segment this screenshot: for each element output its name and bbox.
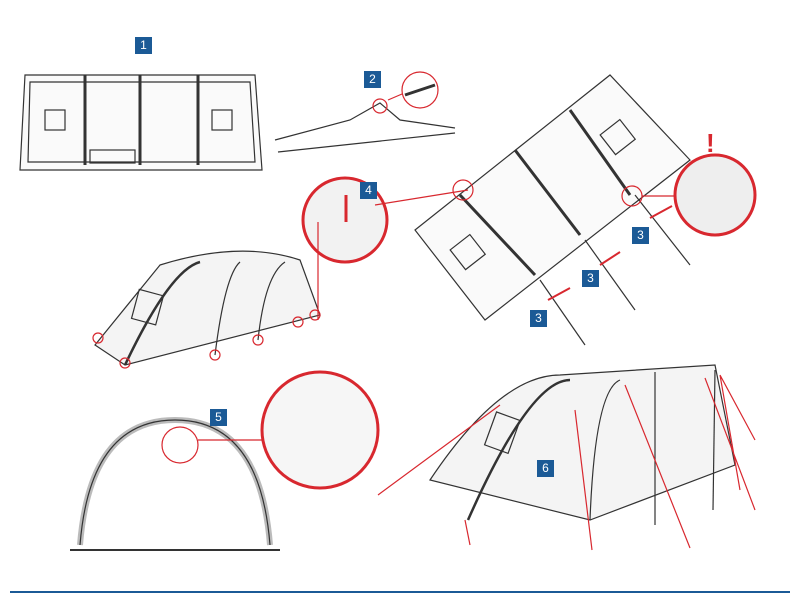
step-3-badge: 3 (530, 310, 547, 327)
step3-tent-layout (414, 74, 757, 346)
step-3-badge: 3 (632, 227, 649, 244)
step2-poles (274, 71, 456, 153)
step5-arch-clips (70, 370, 380, 551)
warning-icon: ! (706, 128, 715, 158)
step-6-badge: 6 (537, 460, 554, 477)
step6-pitched-tent (377, 364, 756, 551)
step-4-badge: 4 (360, 182, 377, 199)
step-3-badge: 3 (582, 270, 599, 287)
bottom-divider (10, 591, 790, 593)
step4-tunnel-tent (92, 176, 469, 369)
step-2-badge: 2 (364, 71, 381, 88)
step-1-badge: 1 (135, 37, 152, 54)
step1-tent-flat (19, 74, 263, 171)
step-5-badge: 5 (210, 409, 227, 426)
